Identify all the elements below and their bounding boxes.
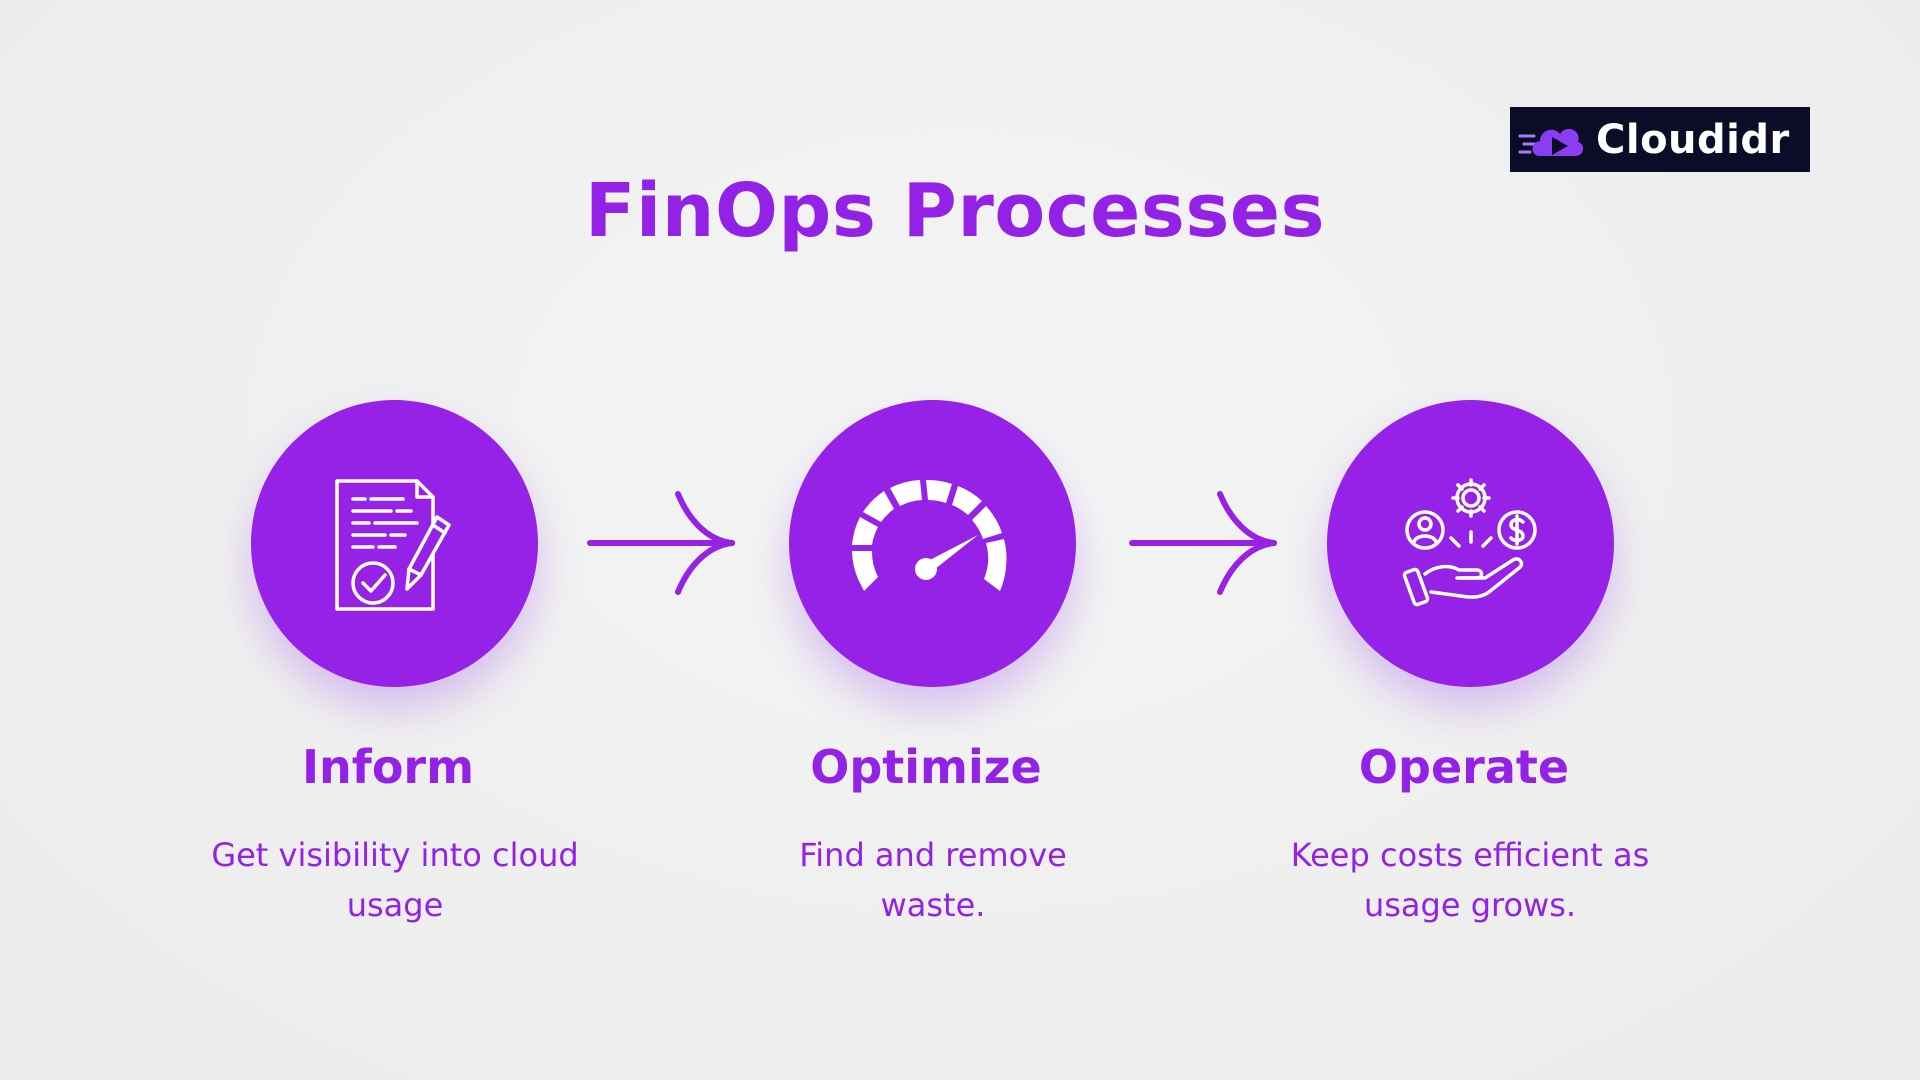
step-description-operate: Keep costs efficient as usage grows.	[1290, 836, 1650, 924]
cloud-arrow-icon	[1518, 128, 1584, 156]
page-title: FinOps Processes	[584, 168, 1326, 254]
step-title-optimize: Optimize	[810, 740, 1042, 794]
speedometer-icon	[851, 479, 1007, 591]
arrow-right-icon	[1129, 491, 1277, 595]
step-title-operate: Operate	[1358, 740, 1570, 794]
brand-name: Cloudidr	[1596, 116, 1790, 163]
hand-gear-user-dollar-icon	[1402, 477, 1537, 606]
step-description-inform: Get visibility into cloud usage	[211, 836, 579, 924]
document-check-pencil-icon	[334, 478, 451, 611]
step-operate-circle	[1327, 400, 1614, 687]
step-description-optimize: Find and remove waste.	[799, 836, 1067, 924]
step-title-inform: Inform	[301, 740, 475, 794]
step-optimize-circle	[789, 400, 1076, 687]
arrow-right-icon	[587, 491, 735, 595]
brand-logo: Cloudidr	[1510, 107, 1810, 172]
step-inform-circle	[251, 400, 538, 687]
